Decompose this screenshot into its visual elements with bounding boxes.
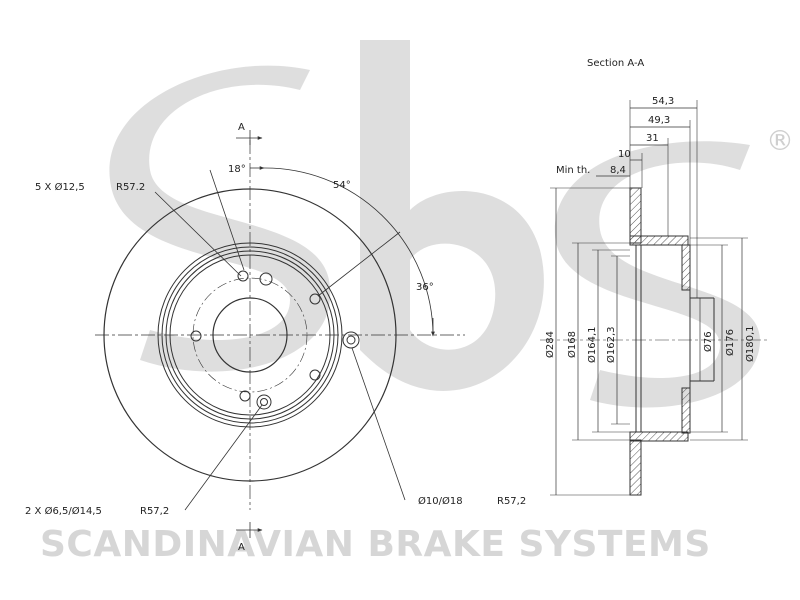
hat-ring-2: [161, 246, 339, 424]
section-marker-bottom: A: [238, 542, 245, 553]
angle-18-leader: [209, 169, 245, 271]
bolt-hole-2: [309, 293, 321, 305]
registered-mark: ®: [766, 124, 794, 157]
hat-wall-bottom: [629, 431, 689, 442]
angle-36-label: 36°: [416, 282, 434, 293]
friction-ring-top: [629, 187, 642, 244]
hat-ring-outer: [157, 242, 343, 428]
section-marker-top: A: [238, 122, 245, 133]
dia-164-1-label: Ø164,1: [586, 327, 598, 364]
section-title: Section A-A: [587, 58, 644, 69]
hat-face-top: [681, 244, 691, 291]
bolt-holes-label: 5 X Ø12,5: [35, 181, 85, 193]
leader-pin-hole: [351, 347, 406, 501]
front-view-labels: A A 5 X Ø12,5 R57.2 18° 54° 36° 2 X Ø6,5…: [25, 122, 526, 553]
hat-wall-top: [629, 235, 689, 246]
small-hole-2-inner: [260, 398, 268, 406]
dim-49-3-label: 49,3: [648, 115, 670, 126]
dim-10-label: 10: [618, 149, 631, 160]
hat-ring-4: [169, 254, 331, 416]
angle-arc: [261, 167, 434, 336]
brand-watermark-text: SCANDINAVIAN BRAKE SYSTEMS: [40, 524, 711, 565]
friction-ring-bottom: [629, 439, 642, 496]
min-thickness-label: Min th.: [556, 165, 590, 176]
front-view: [95, 130, 465, 538]
leader-small-holes: [184, 404, 263, 511]
dim-54-3-label: 54,3: [652, 96, 674, 107]
bolt-hole-4: [190, 330, 202, 342]
hat-face-bottom: [681, 387, 691, 434]
dim-31-label: 31: [646, 133, 659, 144]
dia-176-label: Ø176: [724, 329, 736, 356]
disc-outer-circle: [103, 188, 397, 482]
small-hole-2: [256, 394, 272, 410]
dia-168-label: Ø168: [566, 331, 578, 358]
dia-284-label: Ø284: [544, 331, 556, 358]
angle-54-label: 54°: [333, 180, 351, 191]
pin-hole-pcd-label: R57,2: [497, 496, 526, 507]
pin-hole-label: Ø10/Ø18: [418, 495, 463, 507]
bolt-pcd-label: R57.2: [116, 182, 145, 193]
angle-54-leader: [317, 231, 401, 297]
small-hole-1: [239, 390, 251, 402]
dia-162-3-label: Ø162,3: [605, 327, 617, 364]
pin-hole-inner: [346, 335, 356, 345]
leader-bolt-holes: [154, 191, 242, 277]
pin-hole: [342, 331, 360, 349]
center-bore: [212, 297, 288, 373]
small-holes-label: 2 X Ø6,5/Ø14,5: [25, 505, 102, 517]
hat-ring-3: [165, 250, 335, 420]
pcd-circle: [192, 277, 308, 393]
dia-180-1-label: Ø180,1: [744, 326, 756, 363]
bolt-hole-3: [309, 369, 321, 381]
section-view: [540, 100, 770, 496]
section-view-labels: Section A-A 54,3 49,3 31 10 Min th. 8,4 …: [544, 58, 756, 363]
watermark: ® SCANDINAVIAN BRAKE SYSTEMS: [40, 40, 794, 565]
min-thickness-value: 8,4: [610, 165, 626, 176]
small-holes-pcd-label: R57,2: [140, 506, 169, 517]
bolt-hole-5: [237, 270, 249, 282]
bolt-hole-1: [259, 272, 273, 286]
dia-76-label: Ø76: [702, 331, 714, 352]
sbs-logo: [109, 40, 760, 408]
angle-18-label: 18°: [228, 164, 246, 175]
